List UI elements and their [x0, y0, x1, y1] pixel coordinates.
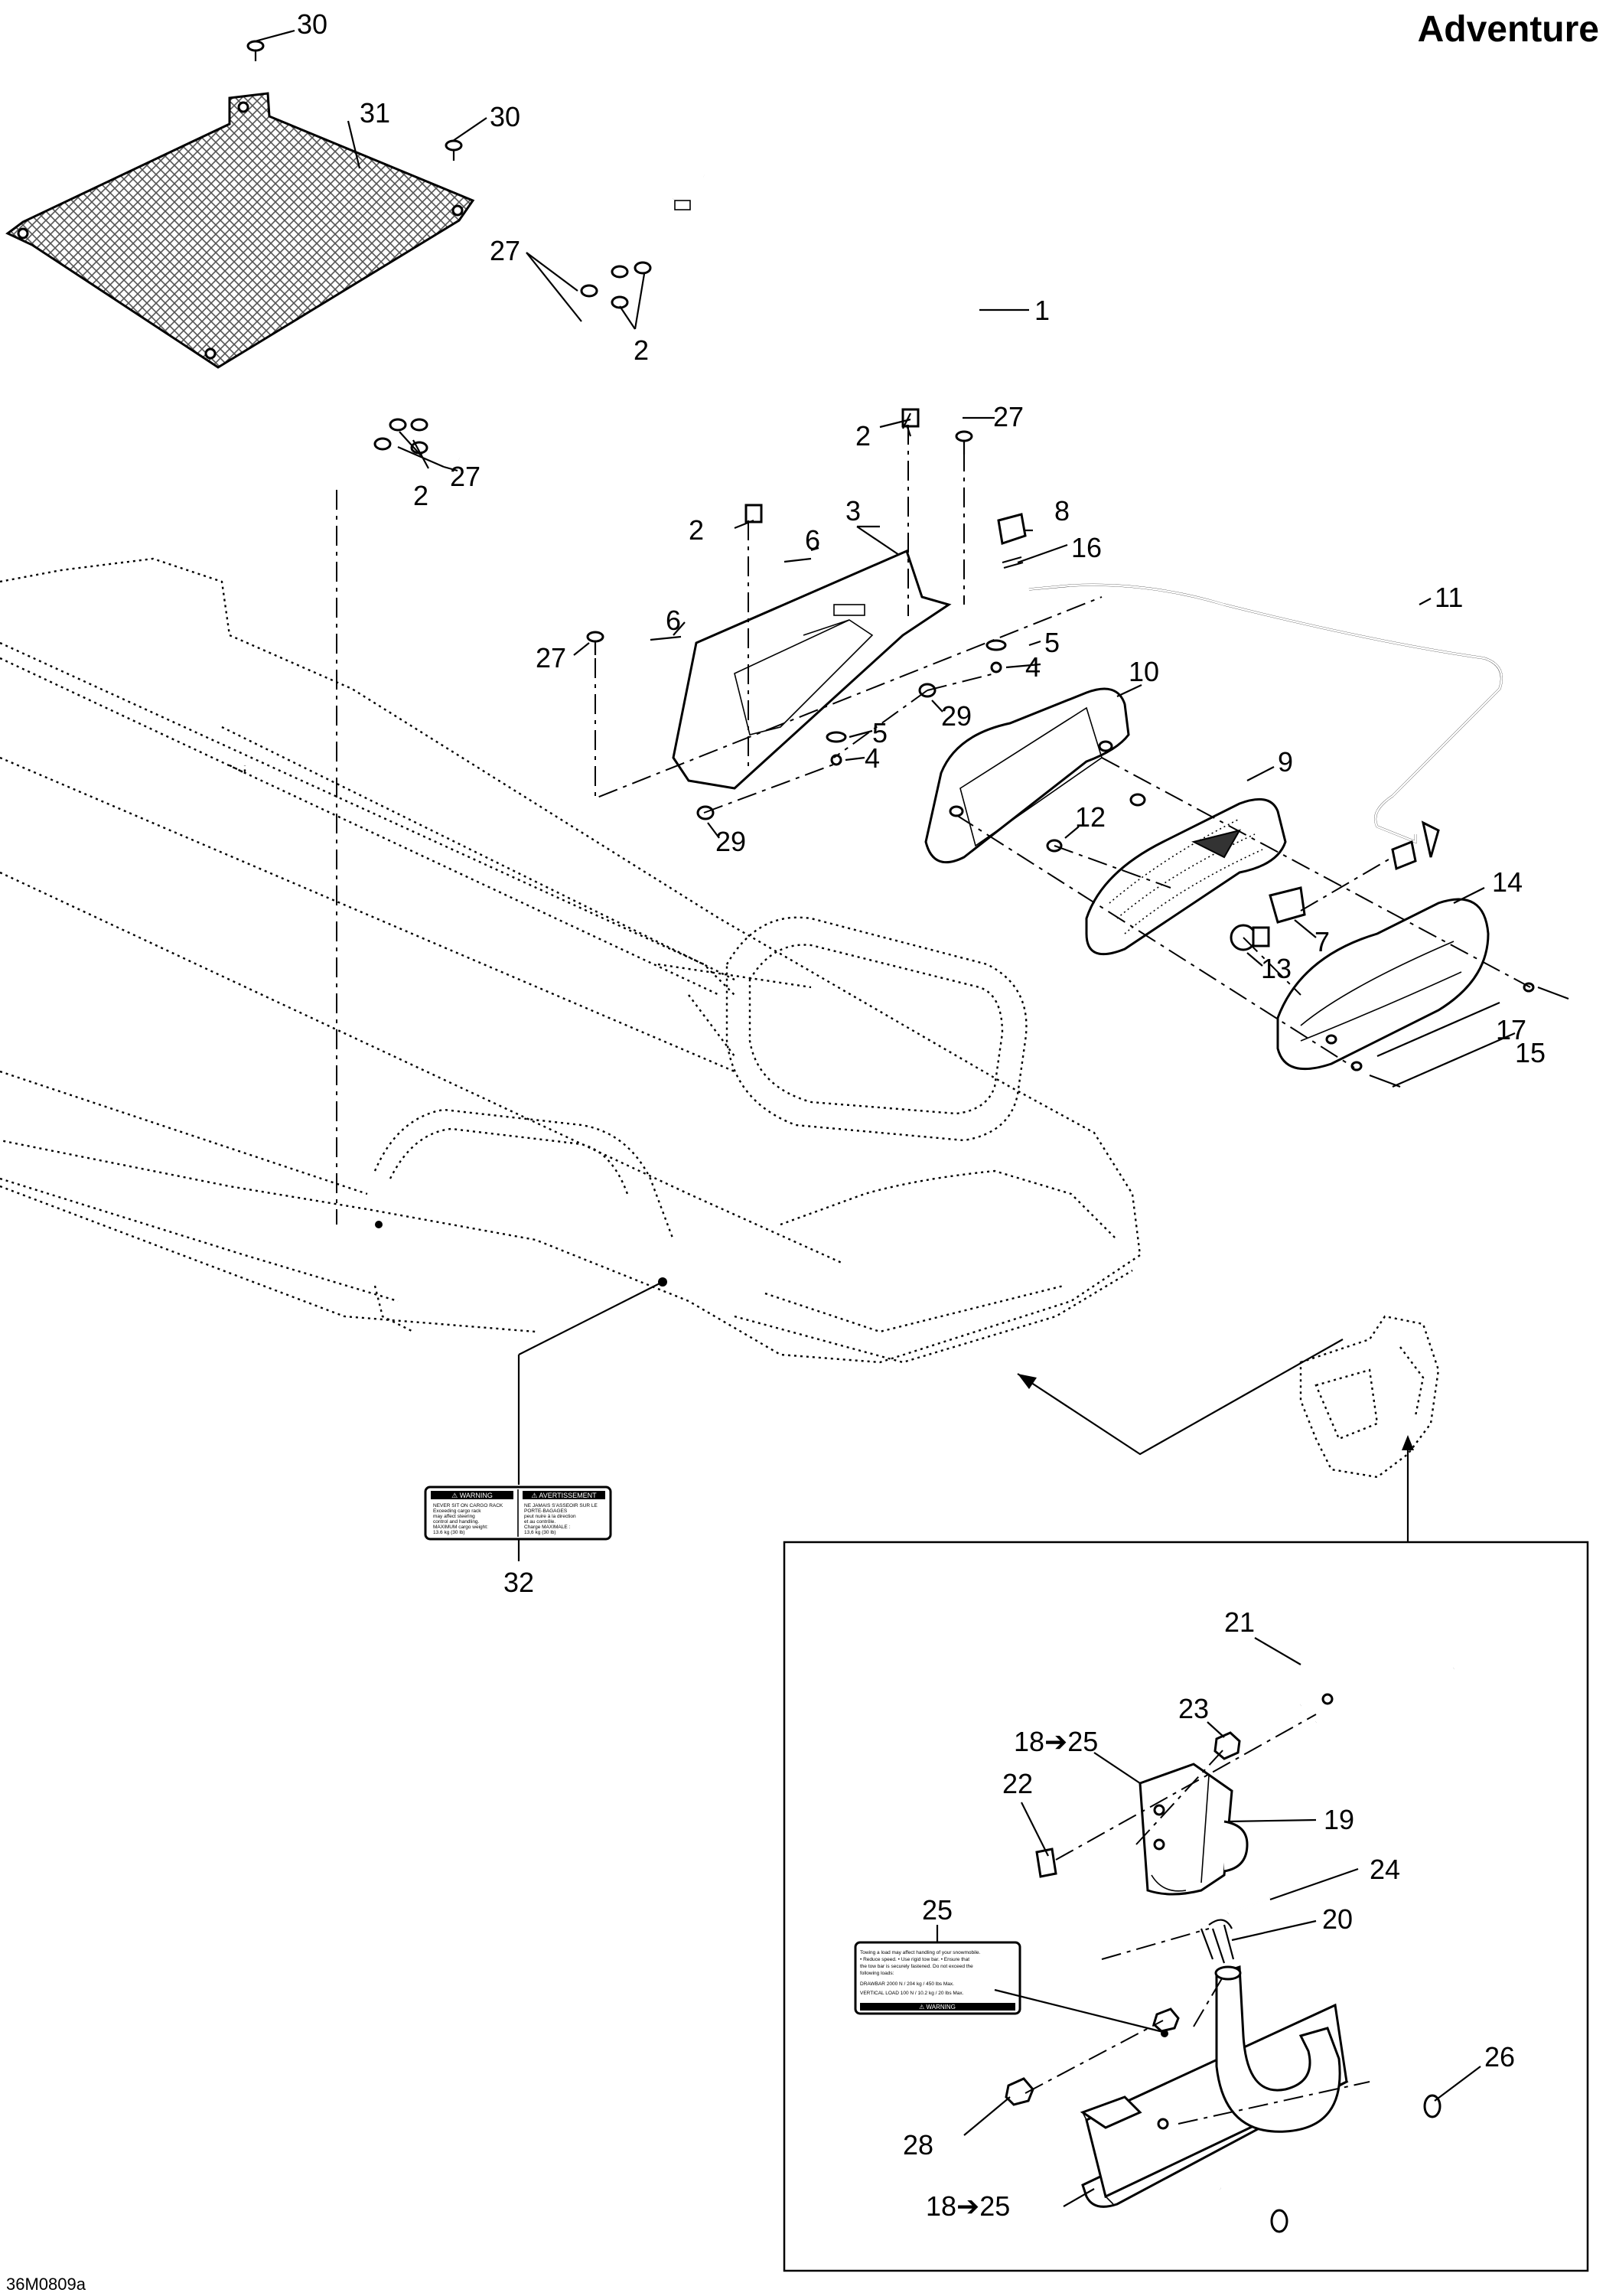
callout-11: 11 [1435, 582, 1463, 613]
callout-17: 17 [1496, 1014, 1526, 1045]
decal-32-right-line: peut nuire à la direction [524, 1514, 576, 1519]
assembly-dash-lines [336, 425, 1531, 2125]
part-9-reflector [1085, 797, 1287, 956]
part-31-cargo-mat [5, 92, 475, 369]
page-title: Adventure [1418, 9, 1599, 50]
callout-21: 21 [1224, 1606, 1255, 1638]
part-22-bolt [1035, 1839, 1142, 1878]
callout-26: 26 [1484, 2041, 1515, 2073]
callout-2: 2 [689, 514, 704, 546]
part-hitch-base-hook [1080, 1965, 1349, 2208]
callout-20: 20 [1322, 1903, 1353, 1935]
callout-6: 6 [805, 524, 820, 556]
part-24-roll-pin [1227, 1896, 1271, 1915]
callout-24: 24 [1370, 1854, 1400, 1885]
decal-25-line: the tow bar is securely fastened. Do not… [860, 1964, 973, 1969]
callout-29: 29 [941, 700, 972, 732]
callout-22: 22 [1002, 1768, 1033, 1799]
part-14-lens [1276, 898, 1490, 1071]
callout-23: 23 [1178, 1693, 1209, 1724]
callout-9: 9 [1278, 746, 1293, 778]
part-11-wiring-harness [1028, 583, 1503, 871]
callout-7: 7 [1314, 926, 1330, 957]
callout-18-25: 18➔25 [926, 2190, 1010, 2222]
decal-32-right-line: 13,6 kg (30 lb) [524, 1530, 556, 1535]
callout-2: 2 [634, 334, 649, 366]
callout-27: 27 [993, 401, 1024, 432]
decal-32-left-line: may affect steering [433, 1514, 475, 1519]
callout-labels: 30 31 30 27 2 1 2 27 27 2 2 3 8 6 16 11 … [297, 8, 1546, 2222]
callout-6: 6 [666, 605, 681, 636]
part-8-16-connector [997, 513, 1027, 569]
callout-5: 5 [1044, 627, 1060, 658]
callout-27: 27 [450, 461, 480, 492]
callout-3: 3 [845, 495, 861, 527]
callout-4: 4 [865, 742, 880, 774]
decal-25-line: Towing a load may affect handling of you… [860, 1950, 981, 1955]
decal-32-left-line: 13.6 kg (30 lb) [433, 1530, 465, 1535]
callout-16: 16 [1071, 532, 1102, 563]
callout-25: 25 [922, 1894, 953, 1926]
callout-30: 30 [297, 8, 327, 40]
part-32-decal: ⚠ WARNING ⚠ AVERTISSEMENT NEVER SIT ON C… [424, 1486, 612, 1541]
decal-25-footer: ⚠ WARNING [919, 2004, 956, 2011]
decal-25-line: • Reduce speed. • Use rigid tow bar. • E… [860, 1957, 969, 1962]
callout-32: 32 [503, 1567, 534, 1598]
callout-4: 4 [1025, 651, 1041, 683]
decal-32-left-line: control and handling. [433, 1519, 480, 1525]
callout-12: 12 [1075, 801, 1106, 833]
callout-19: 19 [1324, 1804, 1354, 1835]
callout-1: 1 [1034, 295, 1050, 326]
callout-27: 27 [536, 642, 566, 673]
decal-32-left-line: NEVER SIT ON CARGO RACK [433, 1503, 503, 1508]
callout-28: 28 [903, 2129, 933, 2161]
decal-32-left-title: ⚠ WARNING [451, 1492, 493, 1499]
callout-8: 8 [1054, 495, 1070, 527]
decal-32-right-title: ⚠ AVERTISSEMENT [531, 1492, 597, 1499]
decal-25-line: VERTICAL LOAD 100 N / 10.2 kg / 20 lbs M… [860, 1991, 964, 1996]
decal-32-right-line: Charge MAXIMALE : [524, 1525, 571, 1530]
part-21-hitch-pin [1299, 1641, 1456, 1727]
callout-31: 31 [360, 97, 390, 129]
decal-32-left-line: Exceeding cargo rack [433, 1508, 481, 1514]
callout-30: 30 [490, 101, 520, 132]
callout-27: 27 [490, 235, 520, 266]
decal-32-right-line: et au contrôle. [524, 1519, 555, 1525]
figure-code: 36M0809a [6, 2275, 86, 2294]
callout-14: 14 [1492, 866, 1523, 898]
part-28-washer [1005, 2007, 1180, 2106]
callout-2: 2 [855, 420, 871, 452]
decal-25-line: following loads: [860, 1971, 894, 1976]
leader-lines [517, 1281, 1414, 2037]
decal-32-left-line: MAXIMUM cargo weight: [433, 1525, 488, 1530]
callout-5: 5 [872, 717, 888, 748]
callout-leaders [254, 29, 1516, 2207]
callout-13: 13 [1261, 953, 1292, 984]
part-26-pins [1217, 2076, 1441, 2233]
decal-25-line: DRAWBAR 2000 N / 204 kg / 450 lbs Max. [860, 1981, 954, 1987]
part-19-hitch-bracket [1139, 1763, 1249, 1896]
decal-32-right-line: NE JAMAIS S'ASSEOIR SUR LE [524, 1503, 598, 1508]
decal-32-right-line: PORTE-BAGAGES [524, 1508, 568, 1514]
part-25-decal: Towing a load may affect handling of you… [854, 1941, 1021, 2015]
callout-10: 10 [1129, 656, 1159, 687]
hitch-detail-box [783, 1541, 1589, 2272]
hitch-reference-outline [1299, 1315, 1440, 1479]
vehicle-reference-outline [0, 557, 1142, 1364]
callout-18-25: 18➔25 [1014, 1726, 1098, 1757]
part-20-spring [1200, 1919, 1235, 1964]
callout-29: 29 [715, 826, 746, 857]
callout-15: 15 [1515, 1037, 1546, 1068]
callout-2: 2 [413, 480, 428, 511]
